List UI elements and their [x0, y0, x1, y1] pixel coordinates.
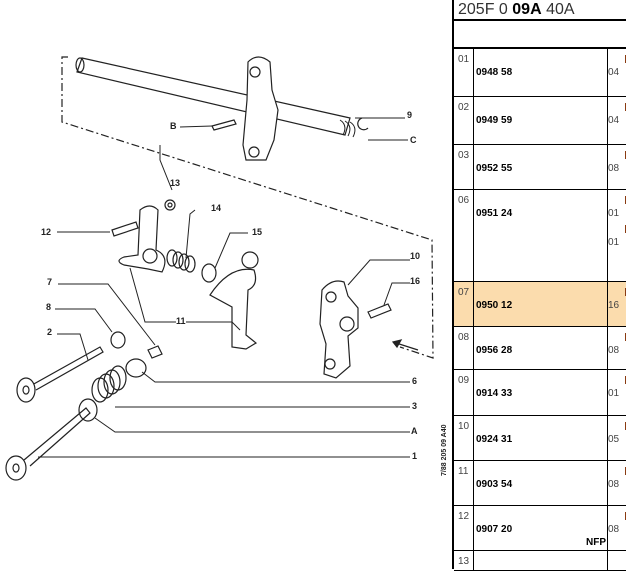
quantity: 05 — [608, 434, 620, 445]
part-row[interactable]: 06 0951 24 01 01 — [454, 190, 626, 282]
rocker-shaft — [76, 57, 351, 136]
title-suffix: 40A — [541, 1, 575, 18]
quantity: 08 — [608, 345, 620, 356]
callout-11: 11 — [176, 316, 186, 326]
exploded-parts-diagram: 9 C B 13 14 15 12 10 16 7 8 11 2 6 3 A 1… — [5, 56, 448, 481]
item-number: 06 — [458, 195, 470, 206]
item-number: 08 — [458, 332, 470, 343]
part-reference[interactable]: 0951 24 — [476, 208, 513, 219]
item-number: 03 — [458, 150, 470, 161]
part-reference[interactable]: 0952 55 — [476, 163, 513, 174]
item-number: 07 — [458, 287, 470, 298]
part-row[interactable]: 10 0924 31 05 — [454, 416, 626, 461]
part-row[interactable]: 13 — [454, 551, 626, 571]
callout-8: 8 — [46, 302, 51, 312]
part-reference-cell: 0907 20 NFP — [473, 506, 608, 550]
callout-c: C — [410, 135, 417, 145]
quantity: 16 — [608, 300, 620, 311]
quantity: 08 — [608, 479, 620, 490]
item-number: 10 — [458, 421, 470, 432]
quantity: 01 — [608, 208, 620, 219]
quantity: 04 — [608, 115, 620, 126]
item-number: 09 — [458, 375, 470, 386]
part-reference-cell: 0924 31 — [473, 416, 608, 460]
callout-14: 14 — [211, 203, 221, 213]
part-reference-cell: 0948 58 — [473, 49, 608, 96]
callout-16: 16 — [410, 276, 420, 286]
direction-arrow — [391, 339, 419, 351]
shaft-bracket — [242, 56, 279, 161]
part-row[interactable]: 01 0948 58 04 — [454, 49, 626, 97]
quantity: 04 — [608, 67, 620, 78]
part-reference[interactable]: 0903 54 — [476, 479, 513, 490]
part-reference-cell: 0956 28 — [473, 327, 608, 369]
header-spacer — [454, 21, 626, 49]
callout-b: B — [170, 121, 177, 131]
part-reference-cell: 0950 12 — [473, 282, 608, 326]
quantity: 01 — [608, 388, 620, 399]
quantity: 01 — [608, 237, 620, 248]
quantity: 08 — [608, 163, 620, 174]
part-reference-cell: 0903 54 — [473, 461, 608, 505]
quantity: 08 — [608, 524, 620, 535]
assembly-outline — [61, 56, 434, 359]
callout-2: 2 — [47, 327, 52, 337]
callout-3: 3 — [412, 401, 417, 411]
title-group: 09A — [512, 1, 542, 18]
callout-7: 7 — [47, 277, 52, 287]
item-number: 01 — [458, 54, 470, 65]
rocker-arm-right — [209, 268, 258, 350]
part-reference-cell: 0951 24 — [473, 190, 608, 281]
part-reference[interactable]: 0948 58 — [476, 67, 513, 78]
catalog-reference-title: 205F 0 09A 40A — [454, 0, 626, 21]
item-number: 11 — [458, 466, 469, 477]
end-bracket — [319, 280, 359, 379]
part-row[interactable]: 08 0956 28 08 — [454, 327, 626, 370]
callout-6: 6 — [412, 376, 417, 386]
drawing-code: 7/88 205 09 A40 — [441, 424, 448, 476]
callout-a: A — [411, 426, 418, 436]
callout-10: 10 — [410, 251, 420, 261]
item-number: 02 — [458, 102, 470, 113]
callout-1: 1 — [412, 451, 417, 461]
title-prefix: 205F 0 — [458, 1, 513, 18]
part-reference-cell: 0952 55 — [473, 145, 608, 189]
part-reference-cell: 0914 33 — [473, 370, 608, 415]
part-reference[interactable]: 0956 28 — [476, 345, 513, 356]
part-row[interactable]: 02 0949 59 04 — [454, 97, 626, 145]
callout-15: 15 — [252, 227, 262, 237]
item-number: 13 — [458, 556, 470, 567]
part-reference-cell — [473, 551, 608, 570]
part-reference[interactable]: 0950 12 — [476, 300, 513, 311]
callout-13: 13 — [170, 178, 180, 188]
nfp-note: NFP — [586, 537, 606, 548]
callout-9: 9 — [407, 110, 412, 120]
part-row[interactable]: 11 0903 54 08 — [454, 461, 626, 506]
part-row[interactable]: 09 0914 33 01 — [454, 370, 626, 416]
part-row[interactable]: 03 0952 55 08 — [454, 145, 626, 190]
part-reference[interactable]: 0949 59 — [476, 115, 513, 126]
part-reference-cell: 0949 59 — [473, 97, 608, 144]
part-row[interactable]: 07 0950 12 16 — [454, 282, 626, 327]
part-reference[interactable]: 0924 31 — [476, 434, 513, 445]
rocker-arm-left — [118, 205, 166, 273]
item-number: 12 — [458, 511, 470, 522]
part-reference[interactable]: 0914 33 — [476, 388, 513, 399]
part-reference[interactable]: 0907 20 — [476, 524, 513, 535]
callout-12: 12 — [41, 227, 51, 237]
